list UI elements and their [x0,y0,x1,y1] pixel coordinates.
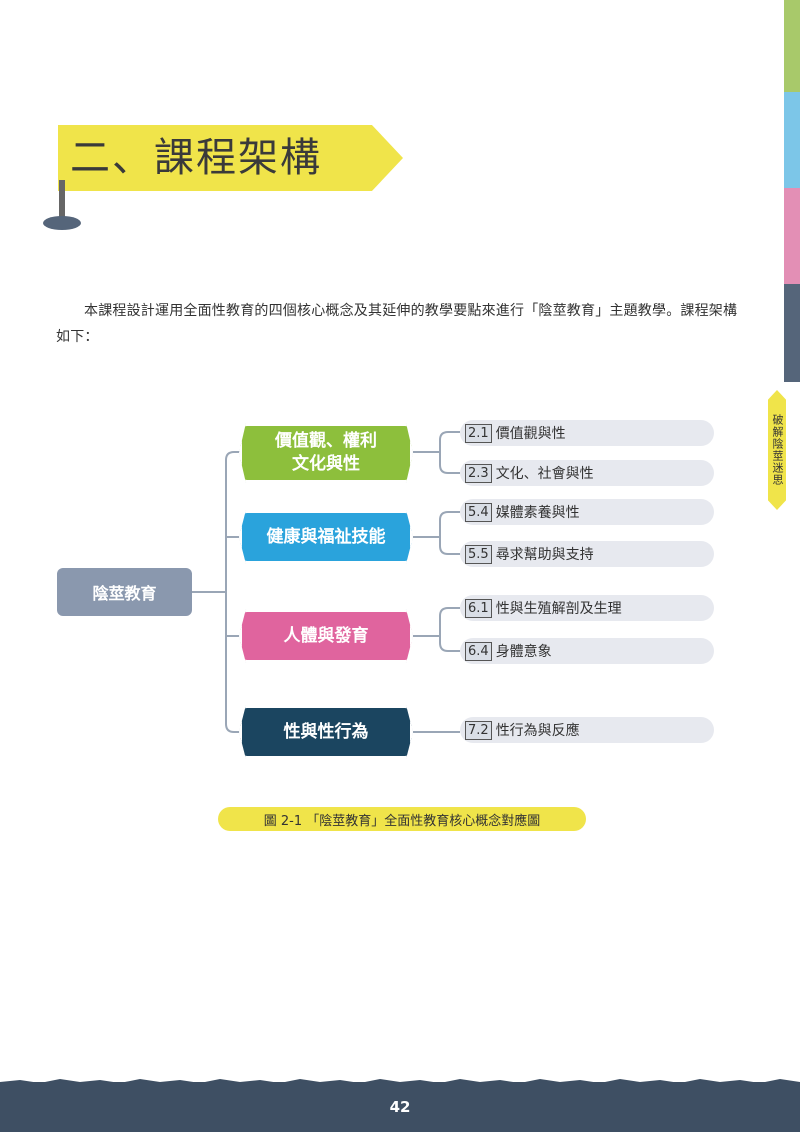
category-label: 價值觀、權利 文化與性 [275,431,377,474]
topic-number: 5.5 [465,544,492,564]
topic-5-5: 5.5 尋求幫助與支持 [460,541,714,567]
topic-5-4: 5.4 媒體素養與性 [460,499,714,525]
strip-pink [784,188,800,284]
category-label: 健康與福祉技能 [266,526,386,547]
page-footer [0,1082,800,1132]
topic-2-1: 2.1 價值觀與性 [460,420,714,446]
topic-text: 性與生殖解剖及生理 [495,601,622,617]
side-tab-label: 破解陰莖迷思 [771,414,784,486]
strip-blue [784,92,800,188]
topic-text: 媒體素養與性 [495,505,580,521]
topic-text: 價值觀與性 [495,426,566,442]
category-sexuality-sexual-behavior: 性與性行為 [239,705,413,759]
category-label: 人體與發育 [283,625,369,646]
diagram-root-node: 陰莖教育 [57,568,192,616]
side-tab[interactable]: 破解陰莖迷思 [768,390,786,510]
topic-text: 尋求幫助與支持 [495,547,594,563]
strip-green [784,0,800,92]
category-human-body-development: 人體與發育 [239,609,413,663]
topic-6-4: 6.4 身體意象 [460,638,714,664]
category-values-rights-culture: 價值觀、權利 文化與性 [239,423,413,483]
strip-slate [784,284,800,382]
topic-text: 身體意象 [495,644,552,660]
page-number: 42 [389,1098,411,1116]
topic-number: 7.2 [465,720,492,740]
topic-2-3: 2.3 文化、社會與性 [460,460,714,486]
topic-number: 2.1 [465,423,492,443]
flag-pole-base [43,216,81,230]
figure-caption: 圖 2-1 「陰莖教育」全面性教育核心概念對應圖 [218,807,586,831]
title-banner [58,125,403,191]
category-health-wellbeing-skills: 健康與福祉技能 [239,510,413,564]
page-title: 二、課程架構 [70,135,322,181]
category-label: 性與性行為 [283,721,369,742]
topic-number: 6.4 [465,641,492,661]
topic-6-1: 6.1 性與生殖解剖及生理 [460,595,714,621]
topic-text: 性行為與反應 [495,723,580,739]
topic-text: 文化、社會與性 [495,466,594,482]
topic-7-2: 7.2 性行為與反應 [460,717,714,743]
topic-number: 5.4 [465,502,492,522]
topic-number: 2.3 [465,463,492,483]
intro-paragraph: 本課程設計運用全面性教育的四個核心概念及其延伸的教學要點來進行「陰莖教育」主題教… [56,303,738,345]
flag-pole [59,180,65,222]
topic-number: 6.1 [465,598,492,618]
